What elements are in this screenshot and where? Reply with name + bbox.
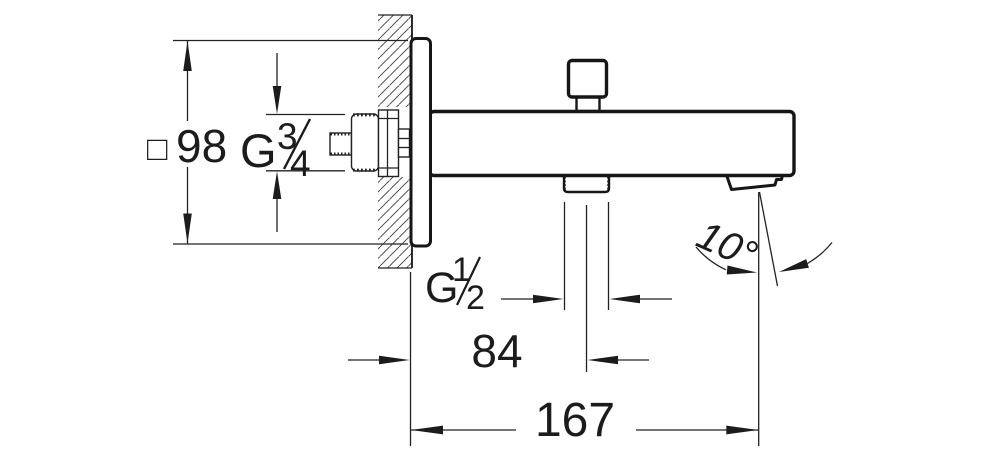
angle-value: 10° — [690, 213, 763, 278]
dimension-reach-167: 167 — [411, 192, 760, 447]
knurled-nut — [350, 113, 380, 172]
offset-84-value: 84 — [471, 325, 522, 377]
wall-flange — [409, 37, 432, 248]
angle-arc-right — [807, 242, 833, 265]
spout-body — [427, 109, 796, 178]
inlet-fraction-slash — [282, 118, 312, 170]
diverter-outlet — [562, 173, 611, 194]
inlet-collar — [397, 128, 411, 158]
inlet-thread-denominator: 4 — [290, 143, 311, 184]
dimension-inlet-g34: G 3 4 — [240, 53, 345, 232]
arrowhead-98-down — [183, 213, 192, 244]
arrowhead-angle-left — [726, 265, 757, 275]
dimension-flange-98: □ 98 — [147, 39, 408, 245]
dimension-angle-10deg: 10° — [690, 191, 833, 287]
arrowhead-g12-right — [609, 294, 640, 304]
arrowhead-167-left — [411, 425, 443, 435]
arrowhead-g34-down — [272, 86, 282, 114]
outlet-fraction-slash — [456, 256, 481, 306]
dimension-offset-84: 84 — [348, 272, 649, 446]
inlet-thread-prefix: G — [240, 124, 277, 177]
spout-fixture — [409, 37, 796, 248]
dimension-outlet-g12: G 1 2 — [425, 202, 672, 372]
outlet-thread-numerator: 1 — [452, 251, 471, 289]
outlet-thread-denominator: 2 — [466, 279, 485, 317]
inlet-thread-stub — [329, 132, 353, 156]
flange-size-value: 98 — [176, 120, 227, 172]
square-symbol: □ — [147, 130, 168, 168]
arrowhead-g12-left — [533, 294, 564, 304]
hex-body — [377, 109, 400, 178]
arrowhead-g34-up — [272, 171, 282, 199]
inlet-connector — [326, 107, 411, 178]
arrowhead-98-up — [183, 41, 192, 71]
diverter-knob — [566, 58, 609, 99]
arrowhead-167-right — [726, 425, 759, 435]
outlet-thread-prefix: G — [425, 264, 458, 312]
arrowhead-84-right — [587, 355, 618, 365]
arrowhead-angle-right — [779, 259, 809, 272]
inlet-thread-numerator: 3 — [277, 116, 298, 157]
angle-reference-line — [758, 191, 779, 287]
arrowhead-84-left — [379, 355, 410, 365]
reach-167-value: 167 — [535, 394, 615, 447]
angle-arc-left — [695, 246, 727, 271]
